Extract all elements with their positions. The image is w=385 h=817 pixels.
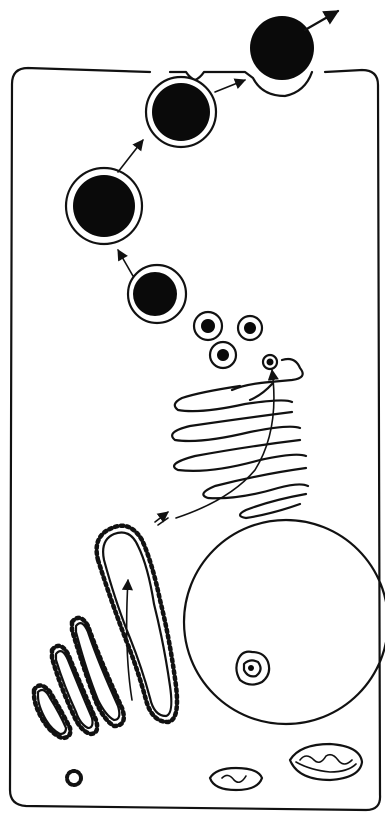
nucleus xyxy=(184,520,385,724)
mitochondrion-small xyxy=(210,768,262,790)
golgi-apparatus xyxy=(172,359,308,518)
condensing-granule xyxy=(118,250,186,323)
nucleolus xyxy=(236,652,269,685)
transport-arrow-er-to-golgi xyxy=(155,370,274,525)
mature-secretory-granule xyxy=(66,140,143,244)
immature-vesicles xyxy=(194,312,277,369)
rough-endoplasmic-reticulum xyxy=(34,526,177,738)
fusing-granule xyxy=(146,77,245,147)
exocytosis-granule xyxy=(250,11,338,80)
small-vesicle xyxy=(67,771,81,785)
mitochondrion-large xyxy=(290,744,362,780)
